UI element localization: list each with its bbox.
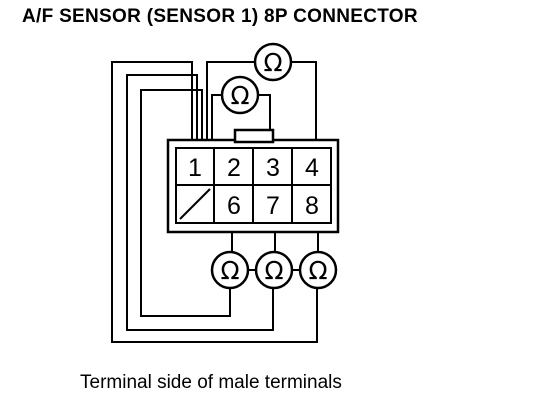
wire-terminal1-inner bbox=[140, 89, 231, 317]
ohmmeter-bottom-center: Ω bbox=[254, 250, 294, 290]
terminal-8: 8 bbox=[305, 192, 319, 220]
wire-top-meter-left bbox=[206, 61, 255, 147]
ohmmeter-top: Ω bbox=[253, 42, 293, 82]
wire-terminal1-middle bbox=[126, 74, 274, 331]
unused-terminal-slash bbox=[179, 188, 211, 220]
svg-text:Ω: Ω bbox=[308, 256, 327, 285]
terminal-3: 3 bbox=[266, 154, 280, 182]
wire-mid-meter-left bbox=[211, 94, 222, 147]
terminal-1: 1 bbox=[188, 154, 202, 182]
svg-text:Ω: Ω bbox=[230, 81, 249, 110]
wire-top-meter-right bbox=[291, 61, 317, 147]
svg-text:Ω: Ω bbox=[264, 256, 283, 285]
svg-text:Ω: Ω bbox=[220, 256, 239, 285]
terminal-7: 7 bbox=[266, 192, 280, 220]
terminal-4: 4 bbox=[305, 154, 319, 182]
terminal-6: 6 bbox=[227, 192, 241, 220]
ohmmeter-bottom-left: Ω bbox=[210, 250, 250, 290]
diagram-title: A/F SENSOR (SENSOR 1) 8P CONNECTOR bbox=[22, 6, 418, 27]
connector-lock-tab bbox=[233, 128, 275, 144]
ohmmeter-bottom-right: Ω bbox=[298, 250, 338, 290]
terminal-2: 2 bbox=[227, 154, 241, 182]
wire-terminal1-outer bbox=[111, 61, 318, 343]
diagram-caption: Terminal side of male terminals bbox=[80, 372, 342, 393]
svg-text:Ω: Ω bbox=[263, 48, 282, 77]
ohmmeter-middle: Ω bbox=[220, 75, 260, 115]
